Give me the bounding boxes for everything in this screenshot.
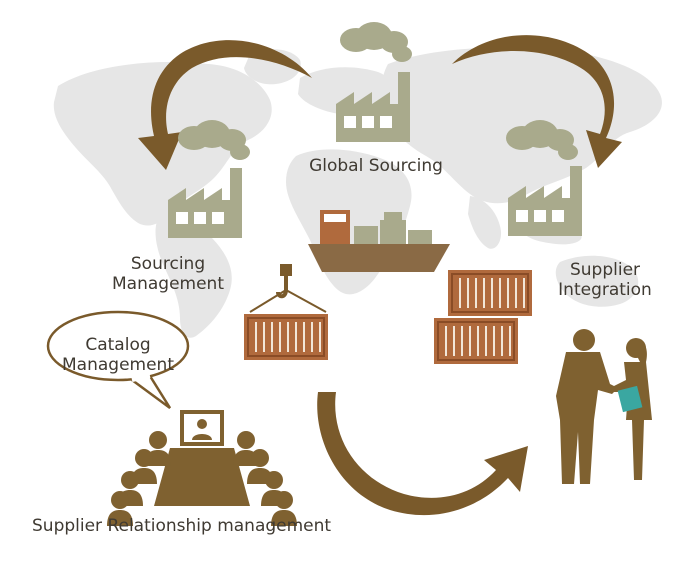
meeting-table-icon bbox=[107, 410, 297, 526]
curved-arrow-icon bbox=[452, 35, 622, 168]
continent-asia bbox=[381, 47, 662, 204]
curved-arrow-icon bbox=[138, 40, 312, 170]
label-line: Integration bbox=[558, 280, 652, 300]
cargo-ship-icon bbox=[308, 210, 450, 272]
label-supplier-relationship-management: Supplier Relationship management bbox=[32, 516, 332, 536]
label-sourcing-management: Sourcing Management bbox=[98, 254, 238, 294]
continent-south-america bbox=[155, 213, 232, 338]
presentation-screen-icon bbox=[197, 419, 207, 429]
label-line: Sourcing bbox=[130, 254, 206, 274]
label-supplier-integration: Supplier Integration bbox=[540, 260, 670, 300]
continent-australia bbox=[555, 255, 639, 307]
smoke-icon bbox=[340, 22, 412, 62]
label-line: Management bbox=[112, 274, 224, 294]
handshake-icon bbox=[556, 329, 652, 484]
crane-hook-icon bbox=[249, 264, 327, 313]
shipping-container-icon bbox=[447, 269, 533, 317]
speech-bubble-icon bbox=[46, 310, 190, 410]
curved-arrows bbox=[138, 35, 622, 516]
curved-arrow-icon bbox=[317, 392, 528, 516]
label-catalog-management: Catalog Management bbox=[48, 335, 188, 375]
label-line: Catalog bbox=[85, 335, 151, 355]
shipping-container-icon bbox=[433, 317, 519, 365]
label-global-sourcing: Global Sourcing bbox=[309, 156, 443, 176]
continent-south-asia bbox=[468, 196, 502, 249]
label-line: Management bbox=[62, 355, 174, 375]
shipping-container-icon bbox=[243, 313, 329, 361]
label-line: Supplier bbox=[569, 260, 641, 280]
